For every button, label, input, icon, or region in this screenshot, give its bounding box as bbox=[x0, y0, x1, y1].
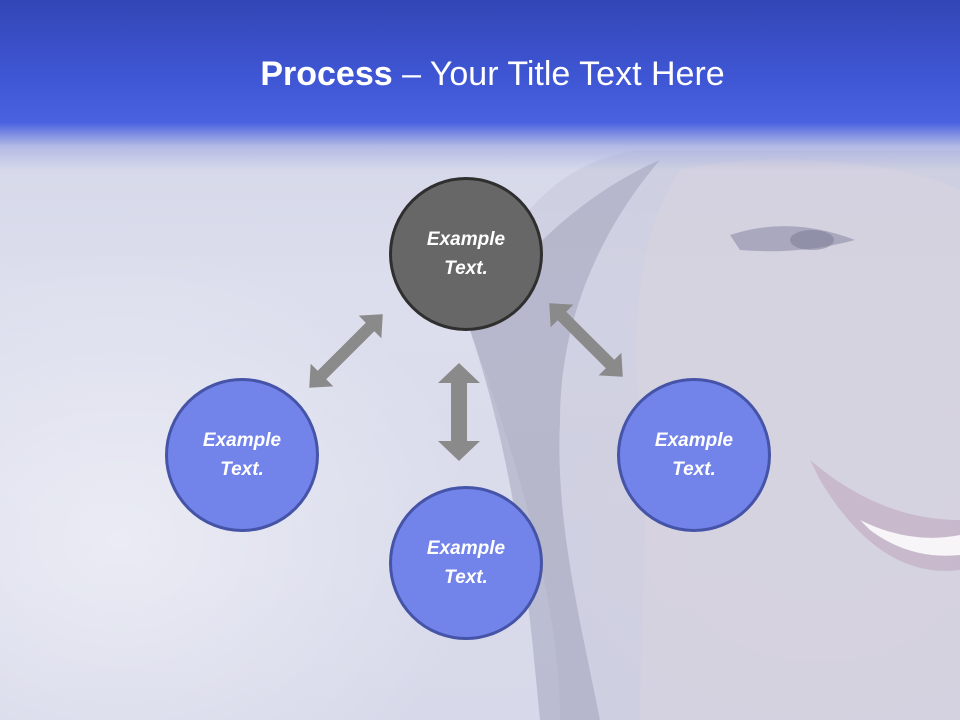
node-right: Example Text. bbox=[617, 378, 771, 532]
node-bottom-text: Example Text. bbox=[426, 538, 506, 588]
title-bold: Process bbox=[260, 55, 393, 93]
node-bottom: Example Text. bbox=[389, 486, 543, 640]
slide-title: Process – Your Title Text Here bbox=[0, 52, 960, 96]
title-rest: – Your Title Text Here bbox=[392, 55, 725, 93]
header-band bbox=[0, 0, 960, 170]
center-node: Example Text. bbox=[389, 177, 543, 331]
node-right-text: Example Text. bbox=[654, 430, 734, 480]
node-left-text: Example Text. bbox=[202, 430, 282, 480]
center-node-text: Example Text. bbox=[426, 229, 506, 279]
node-left: Example Text. bbox=[165, 378, 319, 532]
